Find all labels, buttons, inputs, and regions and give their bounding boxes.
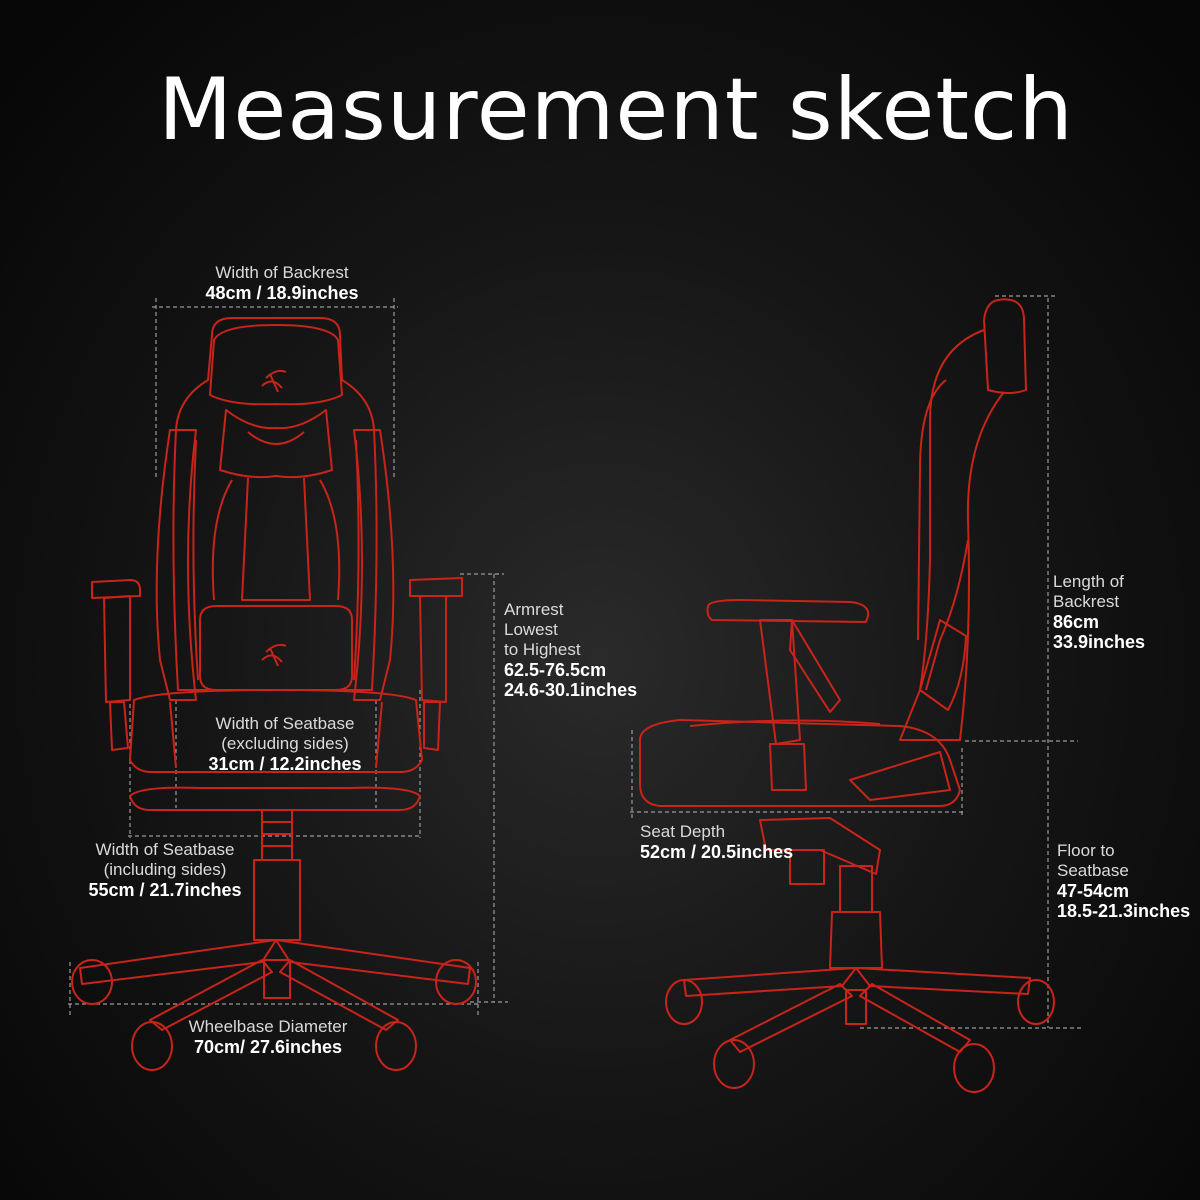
armrest-value-cm: 62.5-76.5cm — [504, 660, 607, 680]
backrest-length-label-1: Length of — [1053, 572, 1124, 591]
label-floor-to-seatbase: Floor to Seatbase 47-54cm 18.5-21.3inche… — [1057, 841, 1190, 921]
label-backrest-length: Length of Backrest 86cm 33.9inches — [1053, 572, 1145, 652]
backrest-width-value: 48cm / 18.9inches — [205, 283, 359, 303]
wheelbase-value: 70cm/ 27.6inches — [193, 1037, 343, 1057]
backrest-width-label: Width of Backrest — [215, 263, 349, 282]
seatbase-excl-label-1: Width of Seatbase — [215, 714, 355, 733]
floor-seat-label-2: Seatbase — [1057, 861, 1129, 880]
backrest-length-value-in: 33.9inches — [1053, 632, 1146, 652]
backrest-length-label-2: Backrest — [1053, 592, 1120, 611]
floor-seat-value-cm: 47-54cm — [1057, 881, 1130, 901]
page-title: Measurement sketch — [158, 60, 1074, 160]
floor-seat-label-1: Floor to — [1057, 841, 1115, 860]
wheelbase-label: Wheelbase Diameter — [188, 1017, 348, 1036]
side-chair — [639, 298, 1055, 1093]
seatbase-incl-label-2: (including sides) — [103, 860, 227, 879]
seatbase-incl-label-1: Width of Seatbase — [95, 840, 235, 859]
label-wheelbase-diameter: Wheelbase Diameter 70cm/ 27.6inches — [168, 1017, 368, 1057]
seatbase-incl-value: 55cm / 21.7inches — [88, 880, 242, 900]
label-seatbase-width-excl: Width of Seatbase (excluding sides) 31cm… — [180, 714, 390, 774]
label-seat-depth: Seat Depth 52cm / 20.5inches — [640, 822, 793, 862]
seatbase-excl-value: 31cm / 12.2inches — [208, 754, 362, 774]
armrest-label-1: Armrest — [504, 600, 564, 619]
label-armrest-height: Armrest Lowest to Highest 62.5-76.5cm 24… — [504, 600, 637, 700]
armrest-label-2: Lowest — [504, 620, 558, 639]
dimension-lines — [68, 295, 1084, 1029]
seatbase-excl-label-2: (excluding sides) — [221, 734, 349, 753]
armrest-value-in: 24.6-30.1inches — [504, 680, 638, 700]
armrest-label-3: to Highest — [504, 640, 581, 659]
seat-depth-value: 52cm / 20.5inches — [640, 842, 794, 862]
floor-seat-value-in: 18.5-21.3inches — [1057, 901, 1191, 921]
front-chair — [71, 317, 477, 1071]
label-backrest-width: Width of Backrest 48cm / 18.9inches — [150, 263, 414, 303]
label-seatbase-width-incl: Width of Seatbase (including sides) 55cm… — [60, 840, 270, 900]
backrest-length-value-cm: 86cm — [1053, 612, 1100, 632]
seat-depth-label: Seat Depth — [640, 822, 726, 841]
